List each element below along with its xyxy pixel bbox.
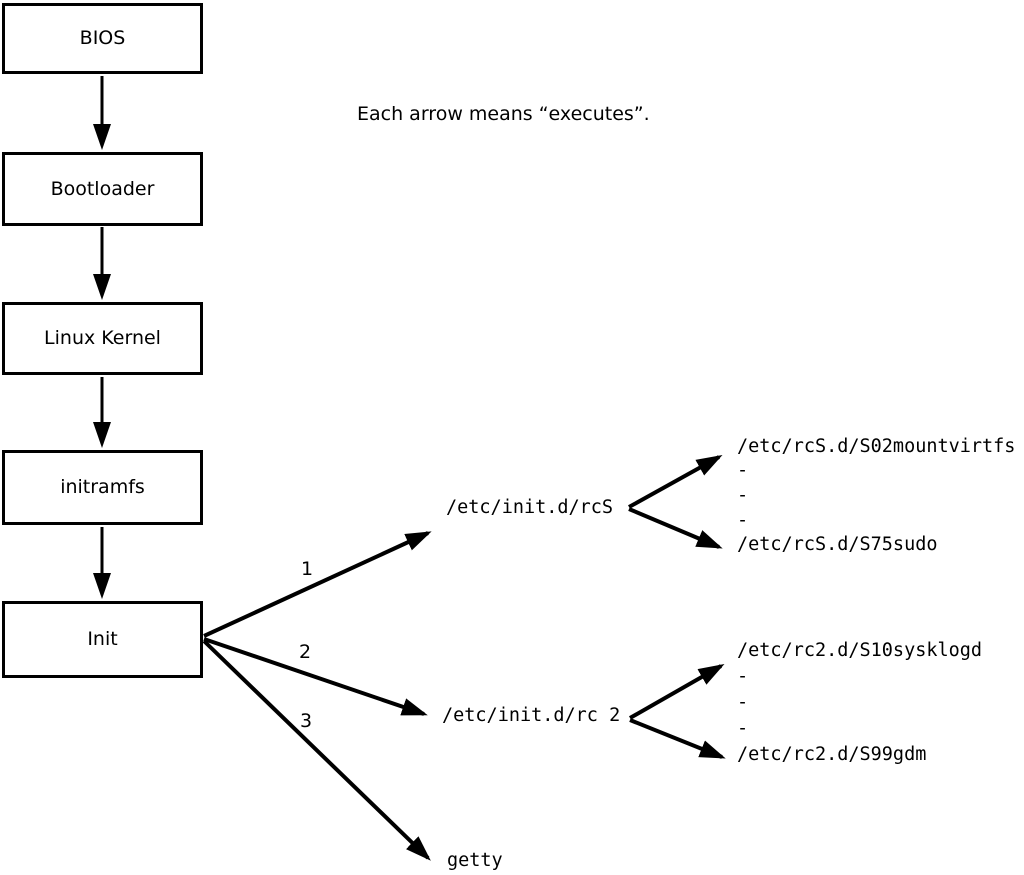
- node-bios: BIOS: [2, 3, 203, 74]
- arrow-init-to-getty: [202, 639, 431, 861]
- arrow-rcs-to-s75sudo: [628, 507, 723, 549]
- arrow-rc2-to-s99gdm: [629, 718, 726, 759]
- node-init: Init: [2, 601, 203, 678]
- node-bootloader: Bootloader: [2, 152, 203, 226]
- node-bootloader-label: Bootloader: [50, 177, 155, 200]
- rcs-script-list: /etc/rcS.d/S02mountvirtfs - - - /etc/rcS…: [737, 434, 1015, 557]
- script-placeholder: -: [737, 509, 749, 531]
- arrow-init-to-rcs: [203, 531, 432, 638]
- node-rcs: /etc/init.d/rcS: [446, 497, 614, 518]
- node-linux-kernel-label: Linux Kernel: [44, 327, 161, 349]
- node-linux-kernel: Linux Kernel: [2, 302, 203, 375]
- script-placeholder: -: [737, 484, 749, 506]
- script-s99gdm: /etc/rc2.d/S99gdm: [737, 743, 927, 765]
- script-placeholder: -: [737, 717, 749, 739]
- rc2-script-list: /etc/rc2.d/S10sysklogd - - - /etc/rc2.d/…: [737, 637, 982, 767]
- node-bios-label: BIOS: [79, 27, 126, 49]
- node-initramfs-label: initramfs: [60, 476, 145, 498]
- script-placeholder: -: [737, 460, 749, 482]
- legend-text: Each arrow means “executes”.: [357, 103, 650, 125]
- arrow-init-to-rc2: [203, 637, 428, 716]
- node-getty: getty: [447, 850, 503, 871]
- edge-label-1: 1: [301, 558, 314, 580]
- arrow-rcs-to-s02mountvirtfs: [628, 455, 723, 509]
- script-s10sysklogd: /etc/rc2.d/S10sysklogd: [737, 639, 983, 661]
- arrow-rc2-to-s10sysklogd: [629, 664, 725, 720]
- script-s75sudo: /etc/rcS.d/S75sudo: [737, 534, 938, 556]
- node-rc2: /etc/init.d/rc 2: [442, 705, 621, 726]
- edge-label-2: 2: [299, 641, 312, 663]
- script-s02mountvirtfs: /etc/rcS.d/S02mountvirtfs: [737, 435, 1016, 457]
- script-placeholder: -: [737, 665, 749, 687]
- node-initramfs: initramfs: [2, 450, 203, 525]
- script-placeholder: -: [737, 691, 749, 713]
- edge-label-3: 3: [300, 710, 313, 732]
- node-init-label: Init: [87, 628, 118, 650]
